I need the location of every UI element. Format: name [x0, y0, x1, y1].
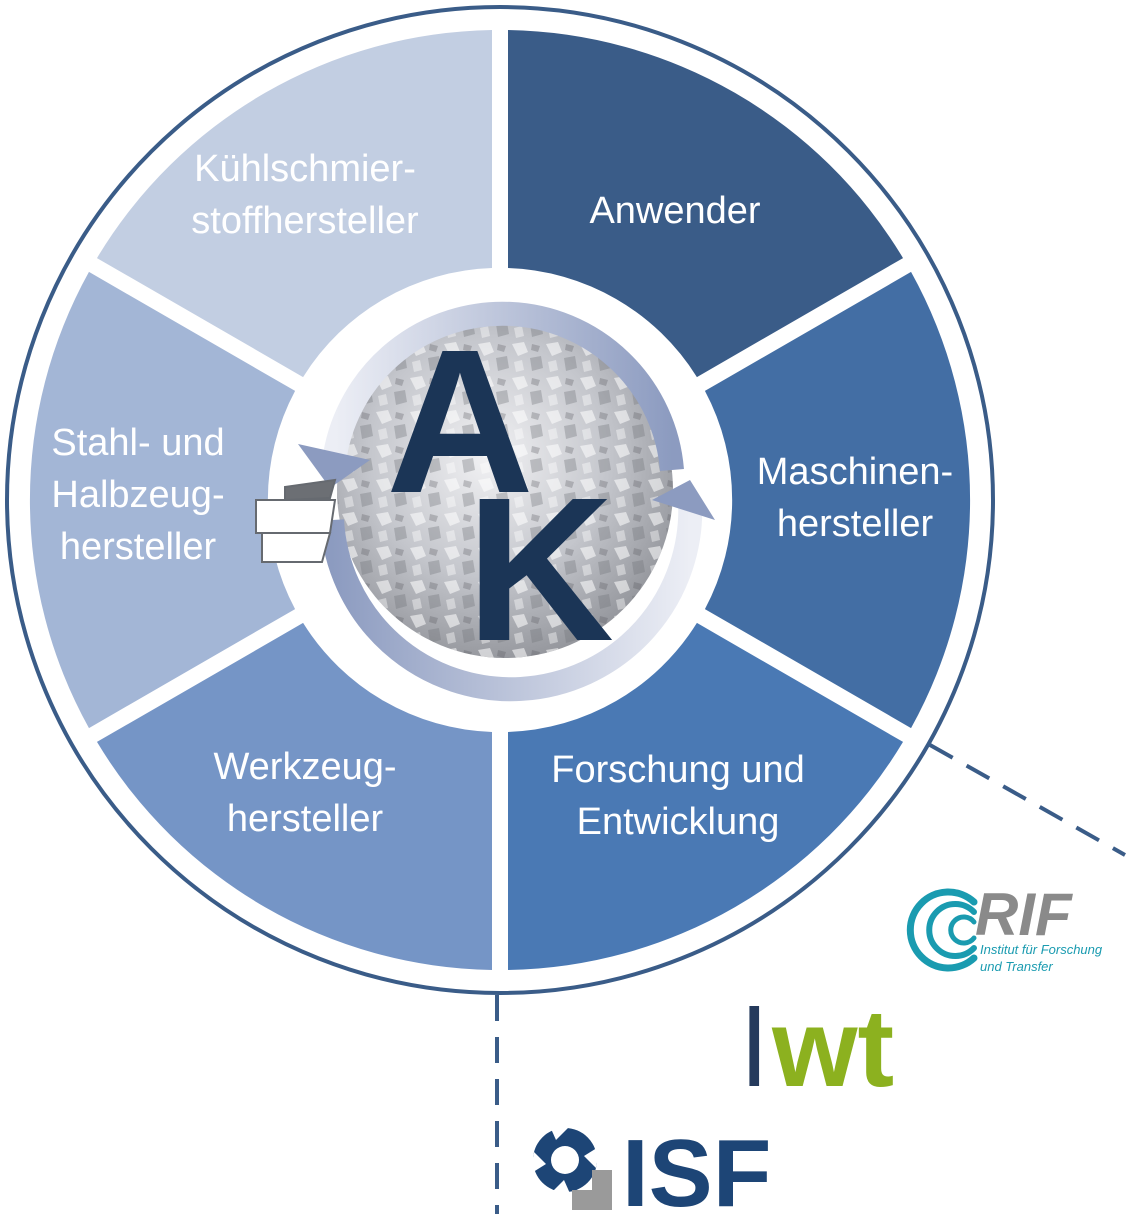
isf-cutter-icon — [530, 1122, 600, 1198]
segment-label-kuehlschmier-line-2: stoffhersteller — [191, 200, 419, 242]
segment-stahl — [29, 271, 296, 729]
segment-kuehlschmier — [96, 30, 492, 378]
segment-label-anwender-line-1: Anwender — [589, 190, 760, 232]
segment-label-werkzeughersteller-line-2: hersteller — [227, 798, 384, 840]
lwt-l: l — [742, 987, 766, 1110]
isf-logo: ISF — [530, 1120, 771, 1214]
isf-step-icon — [572, 1170, 612, 1210]
segment-label-maschinenhersteller-line-2: hersteller — [777, 503, 934, 545]
dashed-leader-lines — [495, 743, 1126, 1214]
isf-name: ISF — [622, 1120, 771, 1214]
segment-label-stahl-line-2: Halbzeug- — [51, 474, 224, 516]
center-letter-k: K — [466, 455, 614, 684]
segment-maschinenhersteller — [704, 271, 971, 729]
layer-strip-icon — [255, 478, 337, 563]
rif-name: RIF — [975, 881, 1073, 948]
segment-label-stahl-line-1: Stahl- und — [51, 422, 224, 464]
segment-label-stahl-line-3: hersteller — [60, 526, 217, 568]
segment-label-werkzeughersteller-line-1: Werkzeug- — [213, 746, 396, 788]
segment-label-maschinenhersteller-line-1: Maschinen- — [757, 451, 953, 493]
rif-logo: RIF Institut für Forschung und Transfer — [906, 881, 1103, 974]
rif-subtitle-line-1: Institut für Forschung — [980, 942, 1103, 957]
segment-werkzeughersteller — [96, 622, 492, 970]
segment-forschung — [508, 622, 904, 970]
lwt-wt: wt — [771, 987, 894, 1110]
segment-label-forschung-line-1: Forschung und — [551, 749, 805, 791]
segment-label-forschung-line-2: Entwicklung — [577, 801, 780, 843]
segment-anwender — [508, 30, 904, 378]
rif-wave-icon — [906, 888, 978, 972]
rif-subtitle-line-2: und Transfer — [980, 959, 1053, 974]
center-letter-a: A — [386, 307, 534, 536]
segment-label-kuehlschmier-line-1: Kühlschmier- — [194, 148, 416, 190]
grain-globe-icon — [337, 322, 673, 658]
lwt-logo: l wt — [742, 987, 894, 1110]
cycle-arrows-icon — [298, 301, 715, 702]
